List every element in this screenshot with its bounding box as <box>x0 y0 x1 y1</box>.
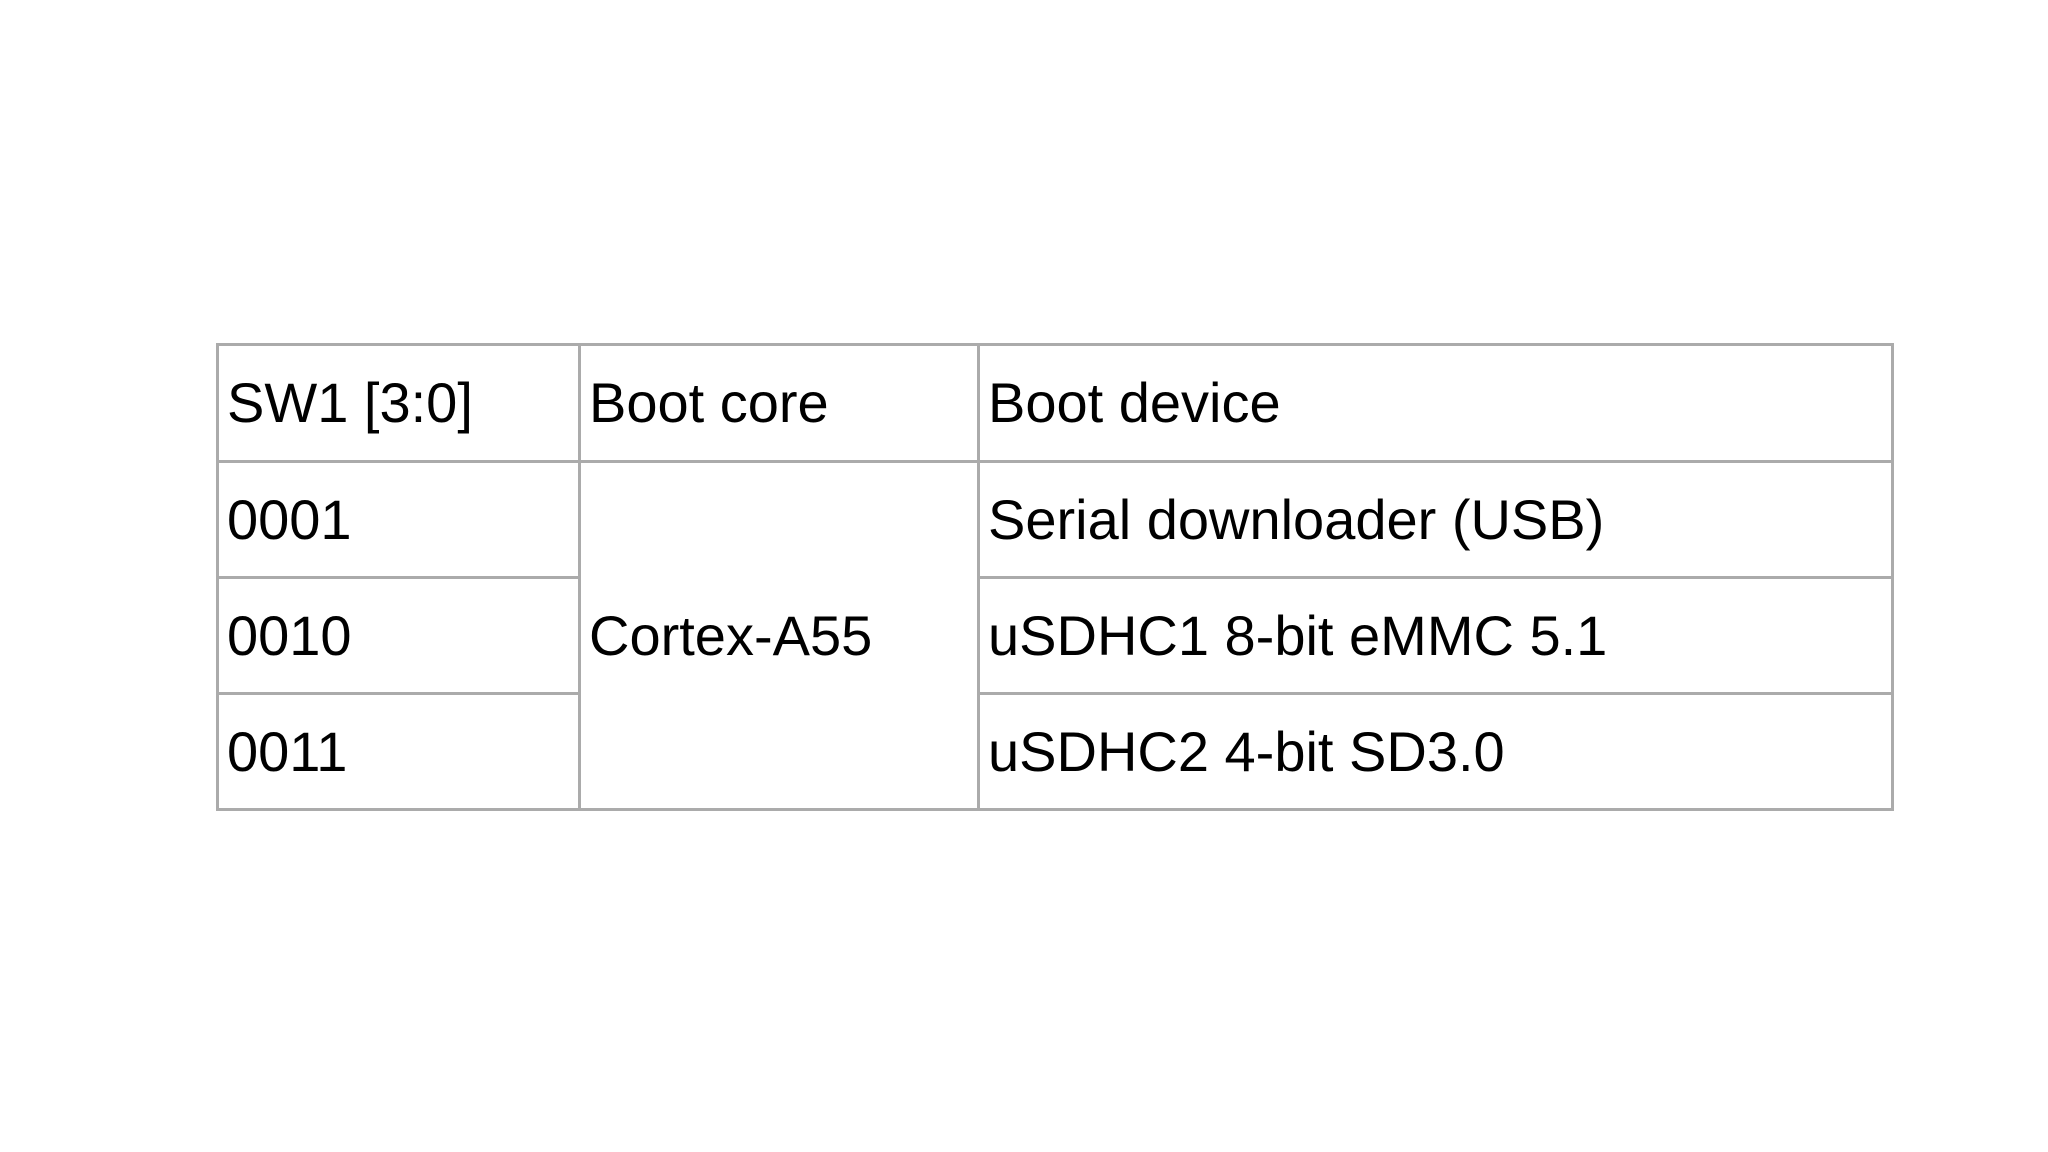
table-row: 0001 Cortex-A55 Serial downloader (USB) <box>216 460 1894 811</box>
cell-sw1: 0001 <box>216 460 581 579</box>
header-sw1: SW1 [3:0] <box>216 343 581 463</box>
cell-boot-device: Serial downloader (USB) <box>977 460 1894 579</box>
table-row: 0011 uSDHC2 4-bit SD3.0 <box>216 692 1894 811</box>
cell-boot-device: uSDHC2 4-bit SD3.0 <box>977 692 1894 811</box>
header-boot-device: Boot device <box>977 343 1894 463</box>
header-boot-core: Boot core <box>578 343 980 463</box>
cell-sw1: 0010 <box>216 576 581 695</box>
cell-sw1: 0011 <box>216 692 581 811</box>
cell-boot-device: uSDHC1 8-bit eMMC 5.1 <box>977 576 1894 695</box>
cell-boot-core: Cortex-A55 <box>578 460 980 811</box>
boot-mode-table: SW1 [3:0] Boot core Boot device 0001 Cor… <box>216 343 1894 811</box>
table-row: 0010 uSDHC1 8-bit eMMC 5.1 <box>216 576 1894 695</box>
table-header-row: SW1 [3:0] Boot core Boot device <box>216 343 1894 463</box>
